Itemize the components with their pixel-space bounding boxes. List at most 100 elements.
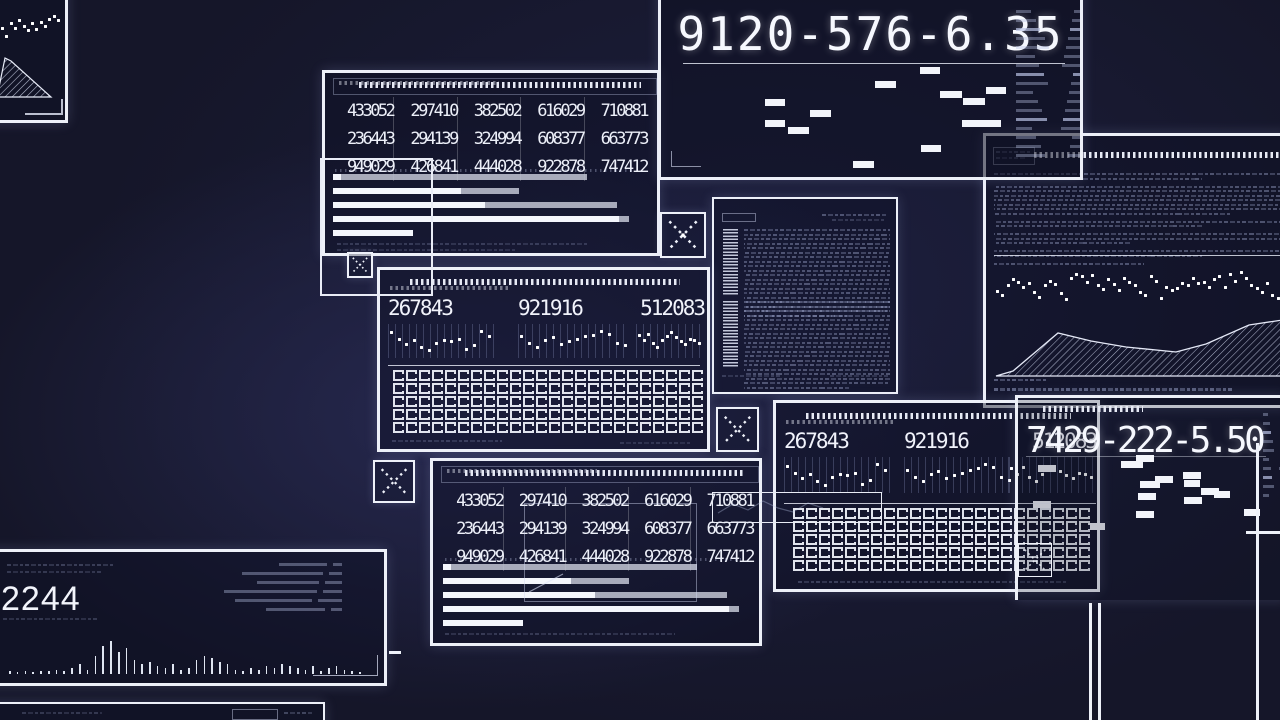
overlay-frame — [320, 158, 433, 296]
low-mid-stats-panel: 267843 921916 512083 — [773, 400, 1105, 595]
stat-sparkline — [904, 457, 1014, 493]
primary-readout-panel: 9120-576-6.35 — [658, 0, 1083, 180]
noise-strip — [445, 558, 741, 561]
overlay-sparkline-frame — [712, 492, 882, 523]
footer-noise — [620, 442, 690, 444]
stat-sparkline — [388, 324, 494, 358]
frame-tick — [1246, 531, 1280, 534]
tick-frame — [333, 78, 657, 95]
footer-noise — [798, 581, 1068, 583]
counter-value: 2244 — [1, 580, 81, 618]
footer-noise — [337, 249, 517, 251]
secondary-readout-panel: 7429-222-5.50 — [1015, 395, 1280, 600]
stat-value: 267843 — [388, 296, 454, 320]
faint-sparkline — [717, 500, 824, 514]
stat-block: 512083 — [1008, 429, 1098, 493]
tick-frame — [441, 466, 759, 483]
progress-bars — [333, 174, 653, 244]
spike-chart — [9, 610, 371, 674]
mid-stats-panel: 267843 921916 512083 — [377, 267, 710, 452]
divider-line — [784, 503, 1096, 504]
scatter-band-chart — [994, 262, 1280, 306]
tick-strip — [359, 82, 641, 88]
frequency-panel: 2244 — [0, 549, 387, 686]
crosshair-box-icon — [347, 252, 373, 278]
bottom-edge-panel — [0, 702, 325, 720]
footer-noise — [445, 633, 675, 635]
gantt-dashes — [1018, 398, 1280, 603]
primary-readout-value: 9120-576-6.35 — [677, 7, 1064, 61]
stat-sparkline — [1008, 457, 1096, 493]
corner-bracket — [671, 151, 701, 167]
barcode-ruler — [723, 301, 738, 367]
corner-bracket — [313, 655, 378, 676]
paragraph-text — [994, 173, 1280, 271]
footer-noise — [722, 375, 780, 377]
tick-strip-dim — [390, 286, 510, 290]
header-noise — [822, 214, 886, 216]
frame-edge-line — [1256, 443, 1259, 720]
text-block — [744, 229, 890, 323]
frame-edge-line — [1098, 603, 1101, 720]
stat-block: 267843 — [784, 429, 890, 493]
header-noise — [7, 571, 103, 573]
tick-strip — [410, 279, 680, 285]
frame-edge-line — [1089, 603, 1092, 720]
diagonal-needle — [528, 573, 564, 593]
divider-line — [388, 365, 700, 366]
text-block — [744, 301, 890, 395]
header-mark — [722, 213, 756, 222]
crosshair-box-icon — [660, 212, 706, 258]
stat-block: 921916 — [518, 296, 630, 358]
stat-value: 921916 — [904, 429, 970, 453]
underline-rule — [683, 63, 1065, 64]
mountain-fill — [995, 319, 1280, 377]
corner-bracket — [25, 99, 63, 115]
noise — [284, 712, 312, 714]
stat-block: 512083 — [636, 296, 706, 358]
stat-block: 267843 — [388, 296, 494, 358]
stat-sparkline — [784, 457, 890, 493]
telemetry-list — [1016, 7, 1080, 160]
noise-strip — [335, 169, 635, 172]
tick-strip — [465, 470, 743, 476]
divider-line — [994, 255, 1280, 256]
crosshair-box-icon — [1018, 543, 1052, 577]
stat-value: 267843 — [784, 429, 850, 453]
right-info-list — [224, 560, 342, 614]
side-telemetry-list — [1263, 410, 1280, 500]
top-left-chart-panel — [0, 0, 68, 123]
stat-sparkline — [518, 324, 630, 358]
caption-noise — [3, 618, 99, 620]
footer-noise — [994, 388, 1234, 391]
secondary-readout-value: 7429-222-5.50 — [1026, 420, 1266, 461]
footer-noise — [337, 243, 587, 245]
footer-noise — [392, 440, 502, 442]
scatter-mini-chart — [0, 7, 63, 47]
stat-block: 921916 — [904, 429, 1014, 493]
stat-value: 512083 — [640, 296, 706, 320]
stat-sparkline — [636, 324, 704, 358]
document-text-panel — [712, 197, 898, 394]
header-noise — [7, 564, 115, 566]
crosshair-box-icon — [373, 460, 415, 503]
gantt-dashes — [661, 0, 1086, 183]
cell-grid — [793, 508, 1093, 571]
cell-grid — [393, 370, 707, 433]
footer-noise — [994, 379, 1046, 381]
overlay-faint-frame — [524, 503, 697, 602]
mini-frame — [232, 709, 278, 720]
area-triangle-chart — [0, 57, 53, 98]
tick-strip — [1034, 152, 1280, 158]
barcode-ruler — [723, 229, 738, 295]
stat-value: 921916 — [518, 296, 584, 320]
footer-noise — [830, 375, 890, 377]
progress-bars — [443, 564, 759, 634]
crosshair-box-icon — [716, 407, 759, 452]
marker-dashes — [776, 403, 1105, 595]
